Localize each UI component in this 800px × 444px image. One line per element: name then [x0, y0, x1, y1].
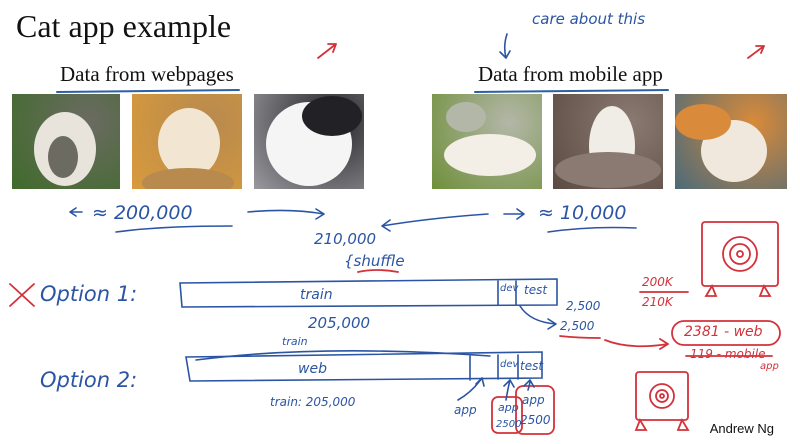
web-count: ≈ 200,000	[92, 202, 193, 224]
shuffle-note: {shuffle	[344, 252, 405, 270]
opt1-test-label: test	[524, 283, 548, 297]
mobile-count: ≈ 10,000	[538, 202, 627, 224]
author-credit: Andrew Ng	[709, 421, 774, 436]
web-cat-photo-3	[254, 94, 364, 189]
mobile-cat-photo-1	[432, 94, 542, 189]
heading-mobile-app-text: Data from mobile app	[478, 62, 663, 86]
heading-webpages: Data from webpages	[55, 62, 240, 93]
opt1-train-size: 205,000	[308, 314, 371, 332]
opt2-app-label: app	[454, 403, 477, 417]
mobile-app-subnote: app	[760, 361, 779, 372]
mobile-from-dev-note: 119 - mobile	[690, 347, 766, 361]
opt2-test-box-bottom: 2500	[520, 413, 551, 427]
slide-title: Cat app example	[16, 8, 232, 44]
opt1-train-label: train	[300, 287, 333, 303]
heading-mobile-app: Data from mobile app	[473, 62, 669, 94]
care-about-note: care about this	[532, 10, 646, 28]
heading-webpages-text: Data from webpages	[60, 62, 234, 86]
opt1-dev-size: 2,500	[566, 299, 601, 313]
web-from-dev-note: 2381 - web	[684, 324, 763, 340]
opt2-train-total: train: 205,000	[270, 395, 356, 409]
web-cat-photo-1	[12, 94, 120, 189]
opt2-dev-label: dev	[500, 359, 519, 370]
opt2-test-box-top: app	[522, 393, 545, 407]
opt1-dev-label: dev	[500, 283, 519, 294]
opt2-dev-box-bottom: 2500	[496, 419, 522, 430]
fraction-denominator: 210K	[642, 295, 673, 309]
total-count: 210,000	[314, 230, 377, 248]
fraction-numerator: 200K	[642, 275, 673, 289]
opt2-train-label: train	[282, 335, 308, 348]
option2-label: Option 2:	[40, 368, 138, 392]
opt1-test-size: 2,500	[560, 319, 595, 333]
opt2-dev-box-top: app	[498, 401, 519, 414]
option1-label: Option 1:	[40, 282, 138, 306]
opt2-web-label: web	[298, 361, 327, 377]
mobile-cat-photo-3	[675, 94, 787, 189]
shuffle-text: shuffle	[353, 252, 405, 270]
web-cat-photo-2	[132, 94, 242, 189]
opt2-test-label: test	[520, 359, 544, 373]
mobile-cat-photo-2	[553, 94, 663, 189]
